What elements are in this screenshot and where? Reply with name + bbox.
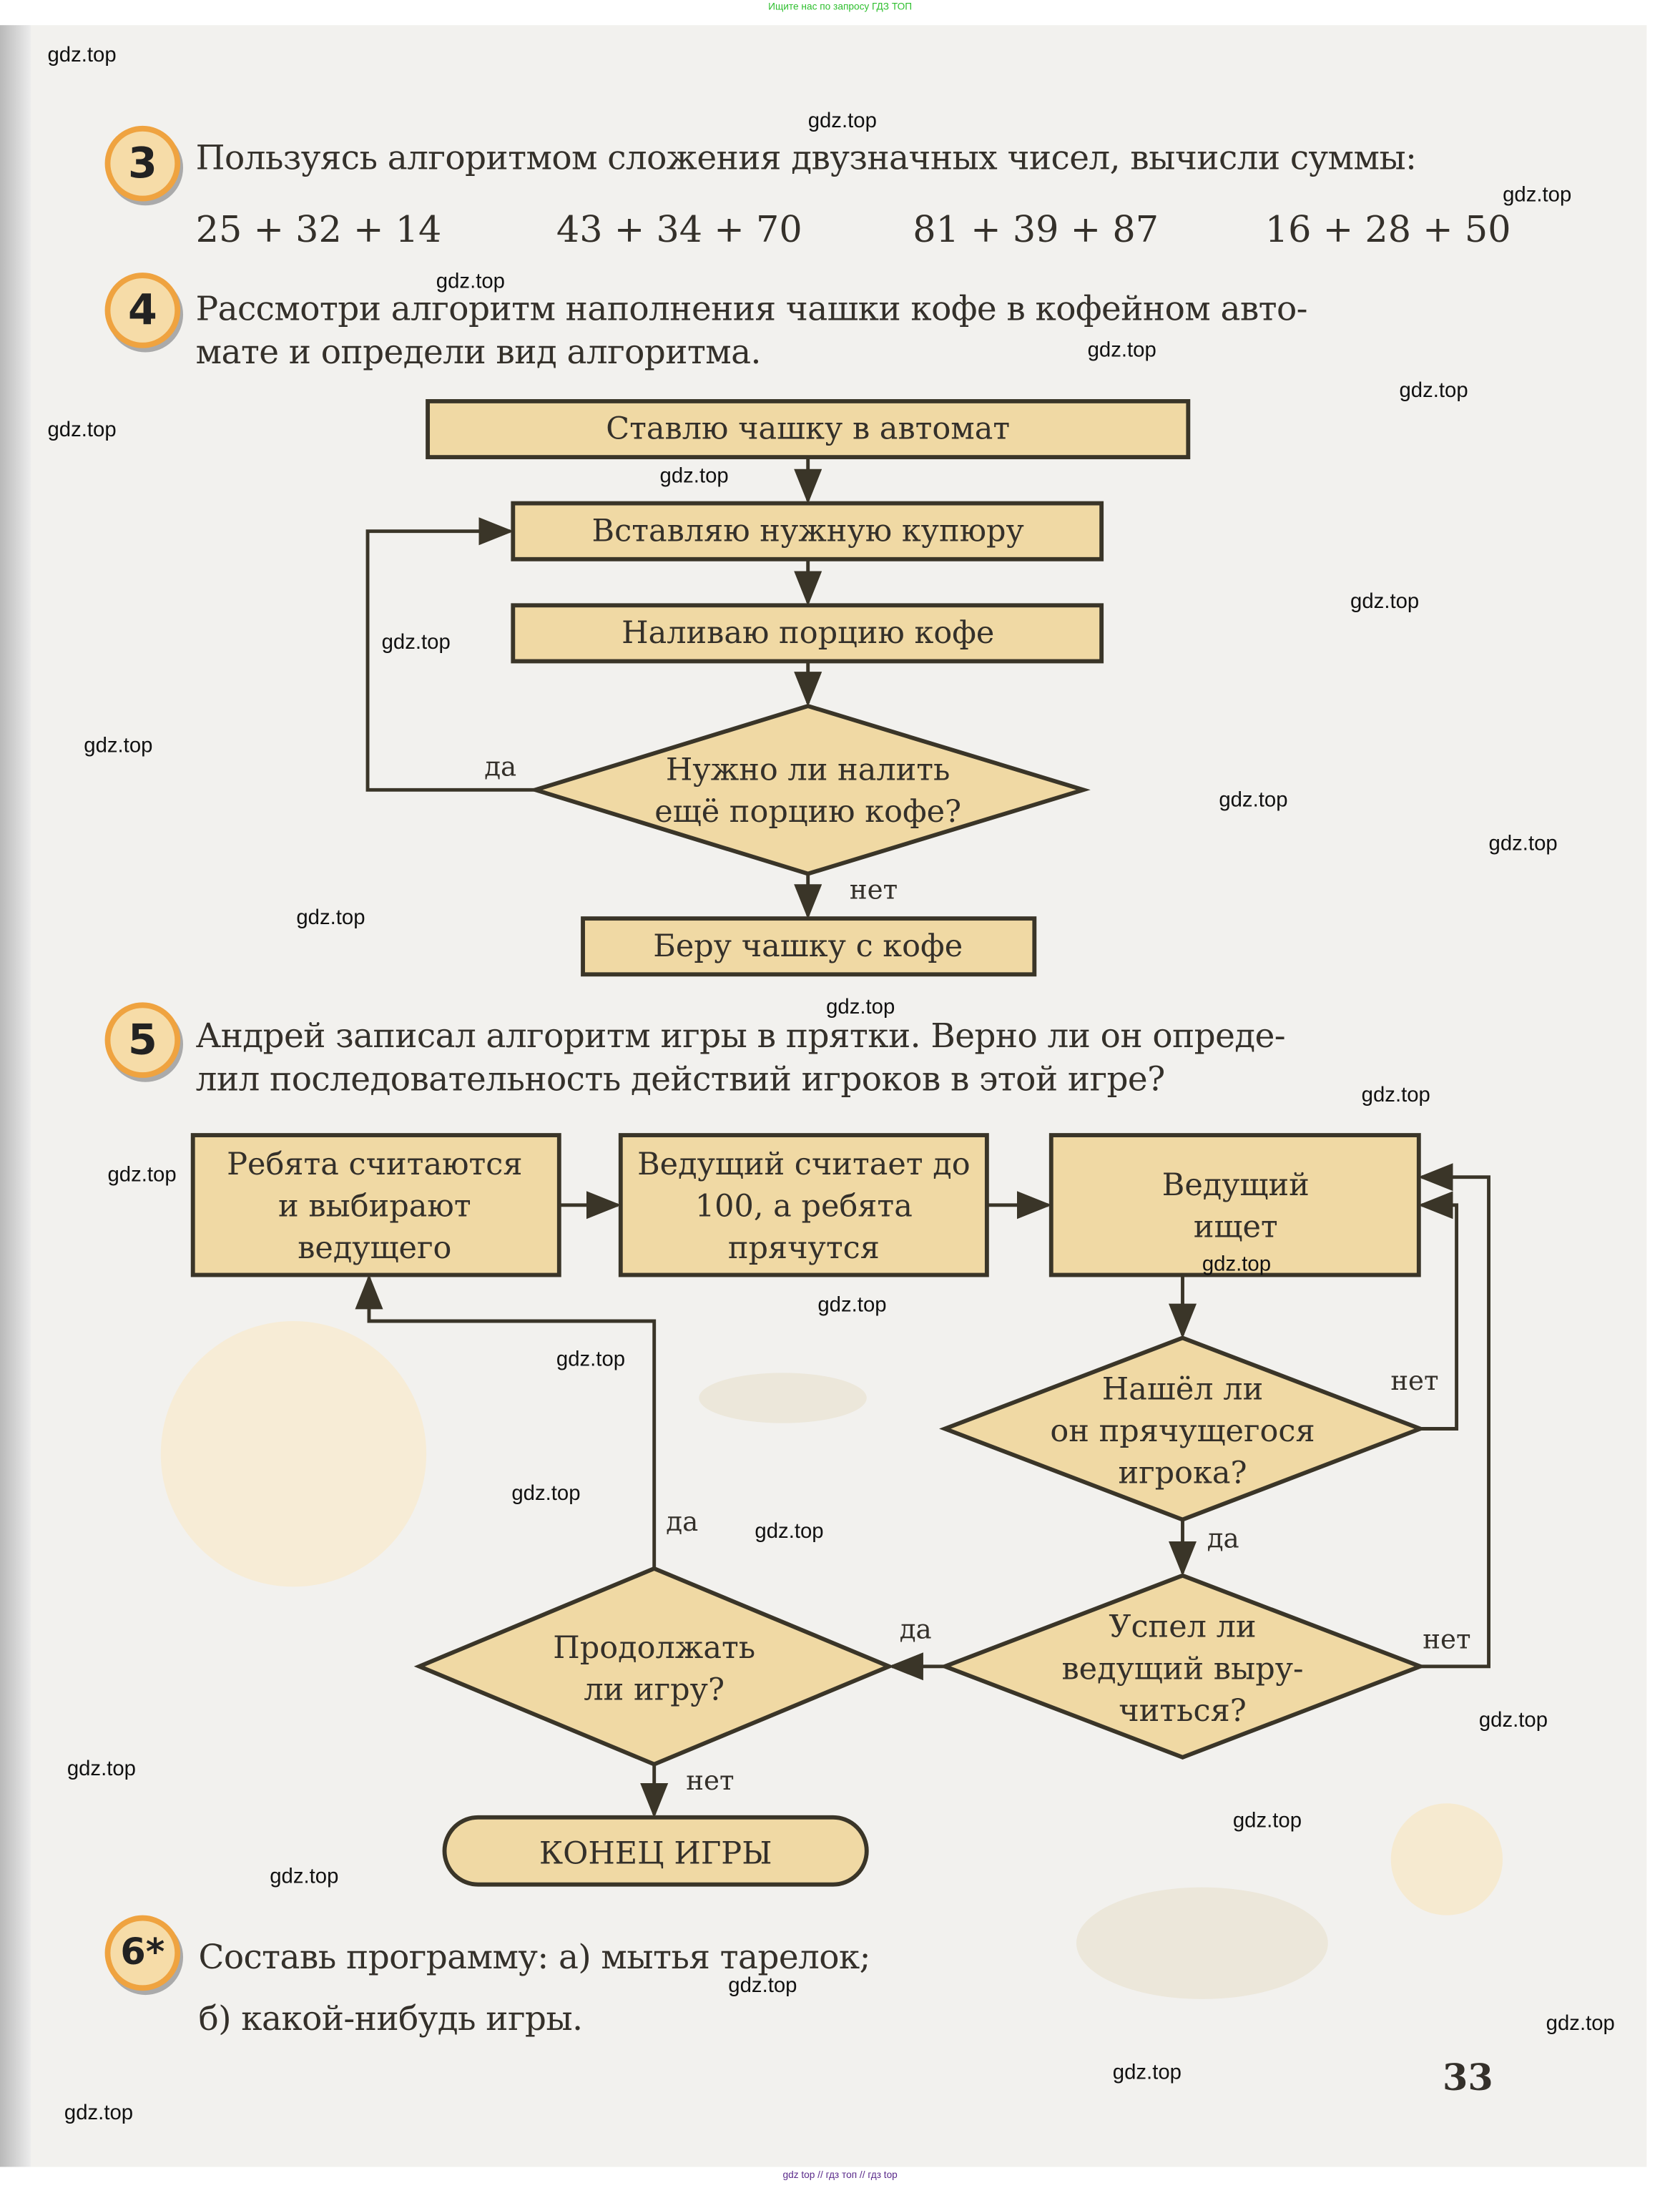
found-line: он прячущегося: [1050, 1413, 1315, 1449]
coffee-step-1: [426, 399, 1191, 460]
decision-continue: [413, 1566, 895, 1767]
watermark: gdz.top: [67, 1757, 137, 1782]
coffee-step-1-label: Ставлю чашку в автомат: [606, 411, 1010, 447]
game-box-2-line: Ведущий считает до: [637, 1147, 970, 1182]
task-5-line: Андрей записал алгоритм игры в прятки. В…: [195, 1016, 1286, 1056]
watermark: gdz.top: [511, 1481, 581, 1506]
watermark: gdz.top: [84, 734, 153, 758]
watermark: gdz.top: [556, 1348, 626, 1372]
task-3-number: 3: [104, 125, 181, 202]
game-box-3-line: ищет: [1194, 1210, 1278, 1245]
task-6-line: б) какой-нибудь игры.: [198, 1998, 584, 2039]
coffee-end-label: Беру чашку с кофе: [653, 928, 963, 964]
game-box-1-line: ведущего: [298, 1230, 451, 1266]
coffee-no-label: нет: [850, 875, 898, 906]
continue-yes-label: да: [666, 1506, 698, 1537]
task-5-line: лил последовательность действий игроков …: [195, 1059, 1166, 1099]
continue-line: ли игру?: [584, 1672, 724, 1708]
watermark: gdz.top: [1202, 1252, 1272, 1277]
decision-rescued: [939, 1573, 1426, 1760]
coffee-decision-label: ещё порцию кофе?: [654, 794, 961, 830]
watermark: gdz.top: [755, 1519, 824, 1544]
found-yes-label: да: [1207, 1524, 1239, 1554]
watermark: gdz.top: [1546, 2011, 1615, 2036]
rescued-no-label: нет: [1423, 1624, 1470, 1654]
coffee-step-3-label: Наливаю порцию кофе: [622, 615, 994, 651]
game-box-1-line: и выбирают: [278, 1188, 471, 1224]
task-4-text: Рассмотри алгоритм наполнения чашки кофе…: [195, 288, 1308, 375]
task-6-number: 6*: [104, 1915, 181, 1991]
girl-illustration: [1390, 1803, 1503, 1915]
game-box-2-line: 100, а ребята: [695, 1188, 913, 1224]
watermark: gdz.top: [659, 463, 729, 489]
watermark: gdz.top: [817, 1292, 887, 1318]
watermark: gdz.top: [1112, 2060, 1182, 2085]
task-6-text: Составь программу: а) мытья тарелок; б) …: [198, 1926, 871, 2049]
tree-illustration: [160, 1321, 427, 1587]
continue-line: Продолжать: [553, 1630, 755, 1666]
watermark: gdz.top: [1503, 183, 1572, 207]
task-6-line: Составь программу: а) мытья тарелок;: [198, 1937, 871, 1977]
found-line: Нашёл ли: [1102, 1371, 1263, 1407]
coffee-step-2-label: Вставляю нужную купюру: [592, 513, 1024, 549]
game-box-1-line: Ребята считаются: [227, 1147, 522, 1182]
watermark: gdz.top: [826, 995, 895, 1019]
watermark: gdz.top: [1350, 589, 1420, 614]
watermark: gdz.top: [47, 43, 117, 67]
rescued-yes-label: да: [900, 1614, 932, 1645]
rescued-line: ведущий выру-: [1061, 1651, 1303, 1687]
sum-2: 43 + 34 + 70: [556, 210, 802, 252]
sum-3: 81 + 39 + 87: [913, 210, 1159, 252]
dishes-illustration: [1076, 1887, 1328, 1999]
continue-no-label: нет: [686, 1765, 734, 1796]
game-box-3: [1048, 1133, 1421, 1277]
page-binding-edge: [0, 25, 31, 2167]
sum-4: 16 + 28 + 50: [1264, 210, 1511, 252]
watermark: gdz.top: [107, 1163, 177, 1187]
game-end-label: КОНЕЦ ИГРЫ: [539, 1835, 772, 1871]
watermark: gdz.top: [270, 1865, 339, 1889]
watermark: gdz.top: [64, 2101, 134, 2125]
watermark: gdz.top: [1361, 1083, 1430, 1107]
watermark: gdz.top: [296, 906, 365, 930]
hiding-boy-illustration: [699, 1373, 867, 1423]
rescued-line: читься?: [1119, 1693, 1246, 1729]
watermark: gdz.top: [807, 109, 877, 133]
sum-1: 25 + 32 + 14: [195, 210, 442, 252]
watermark: gdz.top: [1232, 1809, 1302, 1833]
watermark: gdz.top: [728, 1973, 797, 1998]
task-4-line: Рассмотри алгоритм наполнения чашки кофе…: [195, 289, 1308, 329]
task-5-number: 5: [104, 1002, 181, 1078]
watermark: gdz.top: [1399, 378, 1468, 403]
game-box-3-line: Ведущий: [1162, 1167, 1310, 1203]
top-banner[interactable]: Ищите нас по запросу ГДЗ ТОП: [768, 2, 913, 13]
rescued-line: Успел ли: [1109, 1609, 1256, 1645]
watermark: gdz.top: [381, 630, 451, 654]
watermark: gdz.top: [47, 418, 117, 442]
task-3-text: Пользуясь алгоритмом сложения двузначных…: [195, 138, 1417, 178]
task-4-number: 4: [104, 273, 181, 348]
coffee-decision: [528, 703, 1091, 876]
coffee-yes-label: да: [484, 752, 516, 783]
watermark: gdz.top: [1219, 788, 1288, 813]
watermark: gdz.top: [1087, 338, 1156, 363]
page-number: 33: [1443, 2058, 1493, 2100]
watermark: gdz.top: [1478, 1708, 1548, 1732]
watermark: gdz.top: [436, 270, 506, 294]
coffee-decision-label: Нужно ли налить: [666, 752, 950, 788]
found-line: игрока?: [1118, 1456, 1247, 1491]
game-box-2-line: прячутся: [728, 1230, 880, 1266]
found-no-label: нет: [1390, 1365, 1438, 1396]
watermark: gdz.top: [1488, 831, 1558, 856]
task-5-text: Андрей записал алгоритм игры в прятки. В…: [195, 1015, 1286, 1102]
textbook-page: [25, 25, 1647, 2167]
bottom-banner[interactable]: gdz top // гдз топ // гдз top: [782, 2171, 898, 2182]
coffee-step-3: [511, 603, 1104, 664]
task-4-line: мате и определи вид алгоритма.: [195, 333, 762, 372]
